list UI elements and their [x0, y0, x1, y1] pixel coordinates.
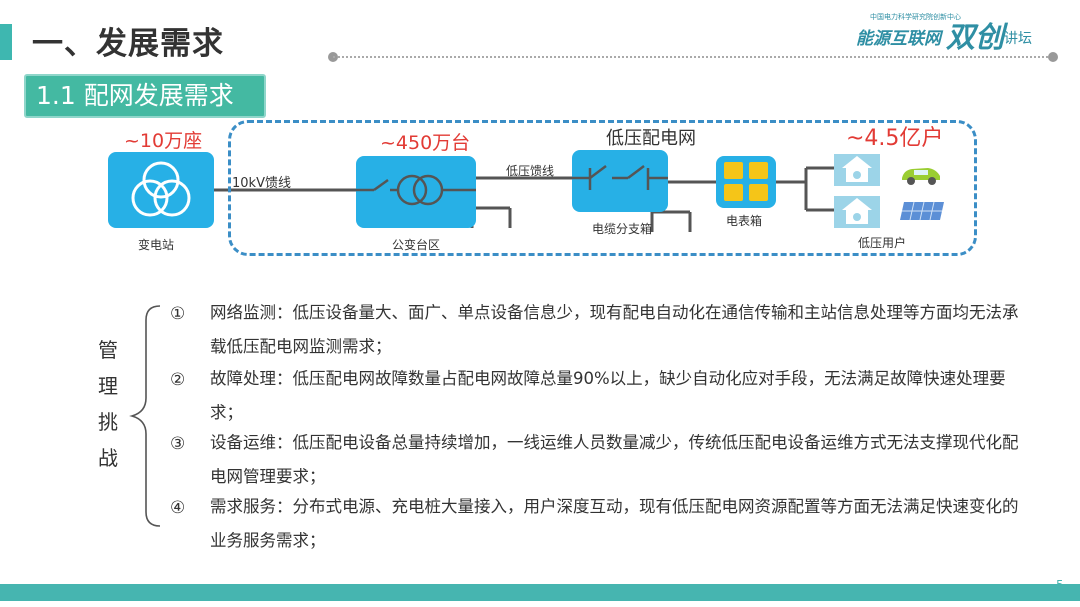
lv-feeder-label: 低压馈线 [506, 164, 555, 178]
challenge-item: ③ 设备运维：低压配电设备总量持续增加，一线运维人员数量减少，传统低压配电设备运… [170, 426, 1050, 494]
bottom-band [0, 584, 1080, 601]
transformer-area-count: ~450万台 [380, 132, 471, 154]
lv-users-count: ~4.5亿户 [846, 126, 944, 151]
dotted-divider [333, 56, 1056, 58]
switch-icon [572, 165, 668, 190]
challenge-item: ② 故障处理：低压配电网故障数量占配电网故障总量90%以上，缺少自动化应对手段，… [170, 362, 1050, 430]
heading-char: 战 [98, 446, 118, 470]
transformer-area-box [356, 156, 476, 228]
ev-car-icon [902, 168, 940, 185]
meter-box-label: 电表箱 [726, 214, 763, 228]
lv-network-label: 低压配电网 [606, 128, 696, 149]
challenge-num: ① [170, 304, 186, 324]
logo-small-text: 中国电力科学研究院创新中心 [870, 13, 961, 21]
challenge-item: ① 网络监测：低压设备量大、面广、单点设备信息少，现有配电自动化在通信传输和主站… [170, 296, 1050, 364]
lv-users-label: 低压用户 [858, 236, 907, 250]
house-icon [834, 196, 880, 228]
heading-char: 理 [98, 374, 118, 398]
solar-panel-icon [900, 201, 944, 221]
subtitle-box: 1.1 配网发展需求 [24, 74, 266, 118]
challenge-text: 故障处理：低压配电网故障数量占配电网故障总量90%以上，缺少自动化应对手段，无法… [210, 369, 1006, 422]
challenge-text: 网络监测：低压设备量大、面广、单点设备信息少，现有配电自动化在通信传输和主站信息… [210, 303, 1019, 356]
logo-big-text: 双创 [946, 20, 1005, 54]
challenge-text: 设备运维：低压配电设备总量持续增加，一线运维人员数量减少，传统低压配电设备运维方… [210, 433, 1019, 486]
challenge-text: 需求服务：分布式电源、充电桩大量接入，用户深度互动，现有低压配电网资源配置等方面… [210, 497, 1019, 550]
transformer-icon [131, 161, 191, 217]
page-number: 5 [1056, 578, 1064, 592]
challenge-num: ④ [170, 498, 186, 518]
substation-count: ~10万座 [124, 130, 203, 152]
feeder-label: 10kV馈线 [232, 176, 291, 191]
lv-network-frame [228, 120, 977, 256]
meter-box [716, 156, 776, 208]
brace-icon [129, 305, 161, 527]
logo-main-text: 能源互联网 [856, 29, 941, 49]
substation-box [108, 152, 214, 228]
house-icon [834, 154, 880, 186]
challenge-num: ② [170, 370, 186, 390]
switch-transformer-icon [356, 174, 476, 206]
logo: 中国电力科学研究院创新中心 能源互联网 双创 讲坛 [854, 12, 1050, 54]
section-title: 一、发展需求 [32, 26, 224, 62]
cable-branch-box-label: 电缆分支箱 [592, 222, 653, 236]
substation-label: 变电站 [138, 238, 175, 252]
challenge-num: ③ [170, 434, 186, 454]
heading-char: 挑 [98, 410, 118, 434]
heading-char: 管 [98, 338, 118, 362]
transformer-area-label: 公变台区 [392, 238, 441, 252]
distribution-diagram: ~10万座 变电站 10kV馈线 ~450万台 公变台区 低压馈线 低压配电网 [0, 0, 1080, 300]
rule-dot-right [1048, 52, 1058, 62]
logo-tail-text: 讲坛 [1004, 31, 1032, 47]
meter-grid-icon [724, 162, 768, 201]
challenge-item: ④ 需求服务：分布式电源、充电桩大量接入，用户深度互动，现有低压配电网资源配置等… [170, 490, 1050, 558]
left-accent-bar [0, 24, 12, 60]
cable-branch-box [572, 150, 668, 212]
